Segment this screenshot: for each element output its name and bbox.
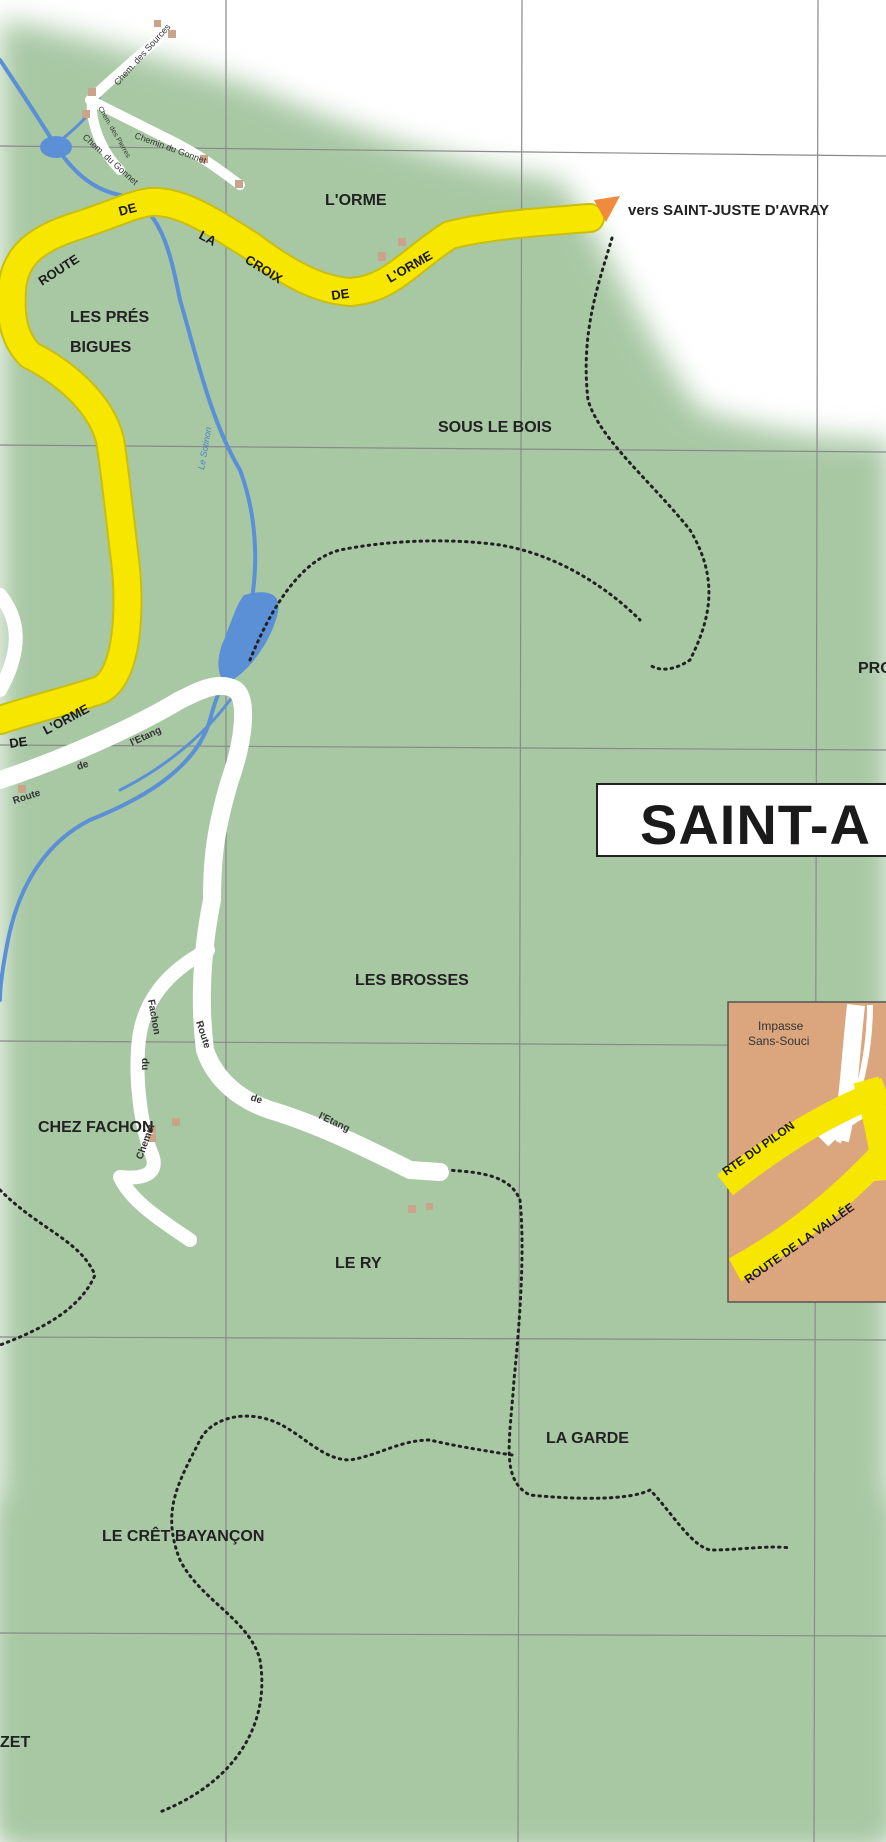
land-area <box>0 20 886 1842</box>
direction-label: vers SAINT-JUSTE D'AVRAY <box>628 202 829 219</box>
place-zet: ZET <box>0 1734 30 1751</box>
direction-marker-icon <box>594 196 620 222</box>
road-label-de-left: DE <box>8 734 28 751</box>
place-chez-fachon: CHEZ FACHON <box>38 1119 154 1136</box>
road-label-de-etang-2: de <box>249 1092 264 1106</box>
place-pres-bigues-2: BIGUES <box>70 339 132 356</box>
inset-label-impasse-1: Impasse <box>758 1019 804 1033</box>
main-road <box>0 186 605 735</box>
place-cret-bayancon: LE CRÊT BAYANÇON <box>102 1526 264 1545</box>
road-label-la: LA <box>197 227 220 249</box>
trails <box>0 236 792 1814</box>
road-label-de-2: DE <box>330 286 350 303</box>
secondary-roads <box>0 15 449 1247</box>
road-label-de-etang-1: de <box>76 759 91 773</box>
place-le-ry: LE RY <box>335 1255 382 1272</box>
pond-upper <box>40 136 72 158</box>
inset-map <box>717 1001 886 1303</box>
place-les-brosses: LES BROSSES <box>355 972 469 989</box>
road-label-du: du <box>139 1058 150 1070</box>
buildings <box>18 20 433 1213</box>
place-pro: PRO <box>858 660 886 677</box>
land-lower-extent <box>0 1500 886 1842</box>
place-orme: L'ORME <box>325 192 387 209</box>
pond-etang <box>218 592 279 682</box>
place-pres-bigues-1: LES PRÉS <box>70 307 149 326</box>
place-la-garde: LA GARDE <box>546 1430 629 1447</box>
title-box <box>596 783 886 857</box>
map-title: SAINT-A <box>640 793 871 856</box>
inset-label-impasse-2: Sans-Souci <box>748 1034 809 1048</box>
road-label-de-1: DE <box>117 200 139 219</box>
place-sous-le-bois: SOUS LE BOIS <box>438 419 552 436</box>
